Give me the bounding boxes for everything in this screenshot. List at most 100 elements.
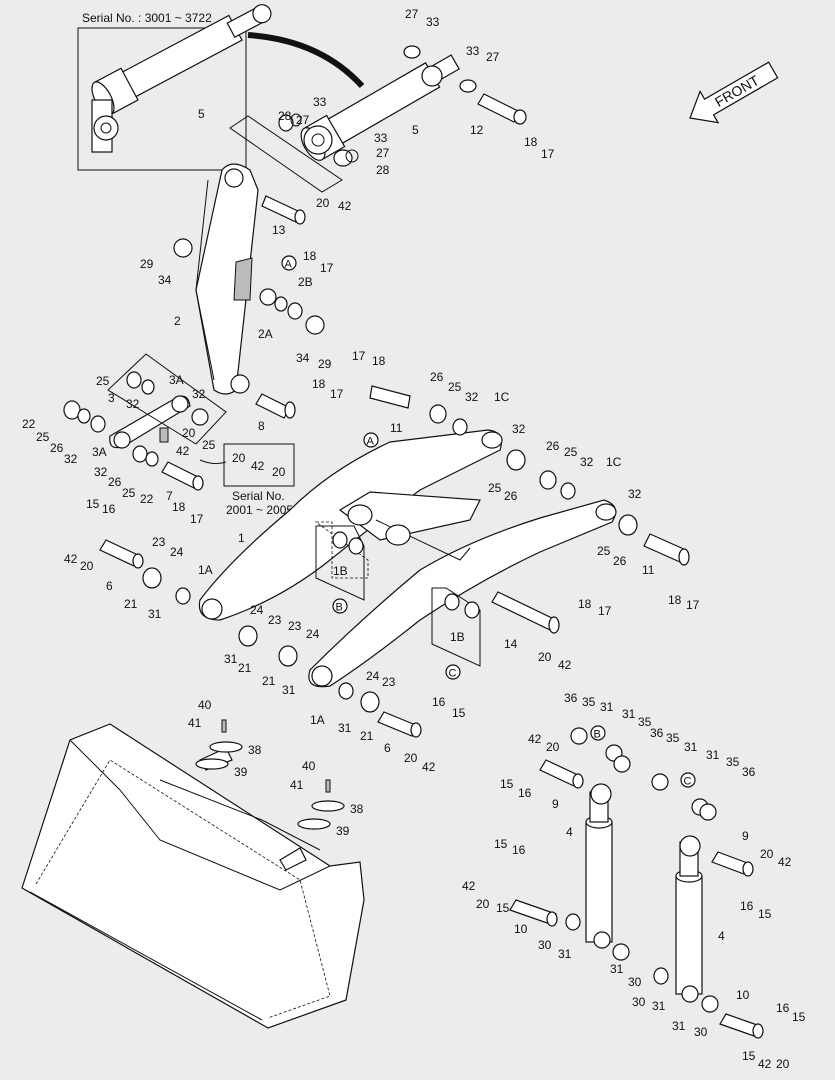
part-label-24c: 24: [306, 627, 320, 641]
part-label-17d: 17: [330, 387, 344, 401]
callout-B-1: B: [336, 602, 343, 614]
part-label-15c: 15: [500, 777, 514, 791]
part-label-32f: 32: [512, 422, 526, 436]
part-label-42i: 42: [462, 879, 476, 893]
part-label-1Bb: 1B: [450, 630, 465, 644]
callout-A-2: A: [367, 436, 375, 448]
part-label-5a: 5: [198, 107, 205, 121]
part-label-36a: 36: [564, 691, 578, 705]
part-label-8: 8: [258, 419, 265, 433]
callout-C-1: C: [449, 668, 457, 680]
part-label-17a: 17: [541, 147, 555, 161]
part-label-42e: 42: [558, 658, 572, 672]
part-label-31k: 31: [652, 999, 666, 1013]
boom-frame-1: [198, 429, 617, 688]
part-label-20c: 20: [232, 451, 246, 465]
part-label-21d: 21: [360, 729, 374, 743]
part-label-25e: 25: [122, 486, 136, 500]
part-label-27d: 27: [376, 146, 390, 160]
part-label-38b: 38: [350, 802, 364, 816]
part-label-28a: 28: [278, 109, 292, 123]
part-label-21c: 21: [262, 674, 276, 688]
part-label-1Ba: 1B: [333, 564, 348, 578]
part-label-17e: 17: [190, 512, 204, 526]
part-label-20j: 20: [476, 897, 490, 911]
part-label-42j: 42: [758, 1057, 772, 1071]
part-label-16f: 16: [776, 1001, 790, 1015]
part-label-39b: 39: [336, 824, 350, 838]
part-label-25f: 25: [488, 481, 502, 495]
part-label-16a: 16: [102, 502, 116, 516]
part-label-7: 7: [166, 489, 173, 503]
part-label-11a: 11: [390, 421, 403, 435]
part-label-32a: 32: [465, 390, 479, 404]
part-label-42c: 42: [251, 459, 265, 473]
part-label-6a: 6: [106, 579, 113, 593]
callout-C-2: C: [684, 776, 692, 788]
part-label-15e: 15: [494, 837, 508, 851]
part-label-31f: 31: [622, 707, 636, 721]
part-label-13: 13: [272, 223, 286, 237]
part-label-1: 1: [238, 531, 245, 545]
part-label-2: 2: [174, 314, 181, 328]
part-label-18d: 18: [312, 377, 326, 391]
part-label-32b: 32: [192, 387, 206, 401]
part-label-34b: 34: [296, 351, 310, 365]
part-label-9a: 9: [552, 797, 559, 811]
part-label-17f: 17: [686, 598, 700, 612]
part-label-2A: 2A: [258, 327, 273, 341]
part-label-4a: 4: [566, 825, 573, 839]
part-label-32g: 32: [580, 455, 594, 469]
part-label-41a: 41: [188, 716, 202, 730]
part-label-31g: 31: [684, 740, 698, 754]
part-label-16c: 16: [518, 786, 532, 800]
part-label-42b: 42: [176, 444, 190, 458]
part-label-22b: 22: [140, 492, 154, 506]
part-label-16e: 16: [512, 843, 526, 857]
part-label-22a: 22: [22, 417, 36, 431]
part-label-26e: 26: [546, 439, 560, 453]
part-label-1Cb: 1C: [606, 455, 622, 469]
part-label-20i: 20: [760, 847, 774, 861]
part-label-16d: 16: [740, 899, 754, 913]
part-label-27a: 27: [405, 7, 419, 21]
part-label-33c: 33: [313, 95, 327, 109]
bucket-cylinder-right: [651, 773, 764, 1039]
part-label-25g: 25: [564, 445, 578, 459]
part-label-39a: 39: [234, 765, 248, 779]
part-label-29a: 29: [140, 257, 154, 271]
part-label-26d: 26: [504, 489, 518, 503]
part-label-25h: 25: [597, 544, 611, 558]
part-label-10a: 10: [514, 922, 528, 936]
part-label-20f: 20: [538, 650, 552, 664]
part-label-31h: 31: [706, 748, 720, 762]
callout-B-2: B: [594, 729, 601, 741]
part-label-30d: 30: [694, 1025, 708, 1039]
serial-inset-box: Serial No. : 3001 ~ 3722: [77, 4, 365, 171]
part-label-25a: 25: [448, 380, 462, 394]
part-label-40b: 40: [302, 759, 316, 773]
part-label-20h: 20: [546, 740, 560, 754]
callout-A-1: A: [285, 259, 293, 271]
part-label-30c: 30: [632, 995, 646, 1009]
part-label-20k: 20: [776, 1057, 790, 1071]
part-label-12: 12: [470, 123, 484, 137]
part-label-31j: 31: [610, 962, 624, 976]
part-label-23c: 23: [288, 619, 302, 633]
part-label-38a: 38: [248, 743, 262, 757]
part-label-36c: 36: [742, 765, 756, 779]
part-label-33b: 33: [466, 44, 480, 58]
part-label-31c: 31: [282, 683, 296, 697]
part-label-20d: 20: [272, 465, 286, 479]
bucket-pins: [195, 719, 345, 830]
part-label-31i: 31: [558, 947, 572, 961]
part-label-9b: 9: [742, 829, 749, 843]
part-label-33a: 33: [426, 15, 440, 29]
part-label-20a: 20: [316, 196, 330, 210]
part-label-23a: 23: [152, 535, 166, 549]
part-label-15g: 15: [792, 1010, 806, 1024]
part-label-24b: 24: [250, 603, 264, 617]
serial-top-label: Serial No. : 3001 ~ 3722: [82, 11, 212, 25]
boom-cylinder-top: [229, 45, 527, 193]
